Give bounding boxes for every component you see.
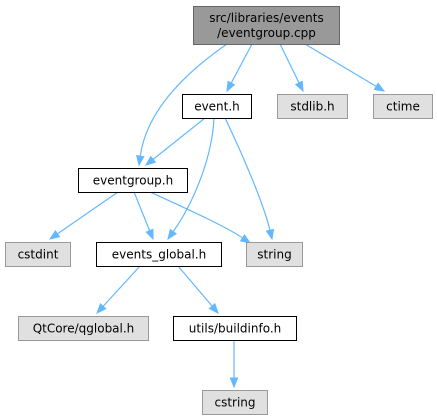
edge-arrowhead — [226, 80, 236, 93]
edge-line — [57, 191, 119, 235]
node-string: string — [246, 242, 303, 267]
edge-arrowhead — [167, 228, 178, 241]
node-box — [78, 168, 188, 193]
node-label: ctime — [386, 100, 420, 114]
node-buildinfo-h[interactable]: utils/buildinfo.h — [173, 316, 297, 341]
edge-line — [304, 43, 377, 87]
node-box — [373, 94, 433, 119]
node-label: utils/buildinfo.h — [189, 322, 282, 336]
edge-line — [102, 265, 141, 307]
edge-eventgroup_h-to-string — [149, 191, 252, 244]
edge-line — [152, 117, 206, 160]
edge-events_global_h-to-qglobal_h — [96, 265, 141, 314]
edge-event_h-to-events_global_h — [167, 117, 215, 241]
edge-events_global_h-to-buildinfo_h — [177, 265, 219, 315]
node-stdlib-h: stdlib.h — [277, 94, 348, 119]
node-label: stdlib.h — [290, 100, 334, 114]
edge-line — [230, 43, 253, 84]
edge-arrowhead — [208, 302, 219, 315]
edge-eventgroup_h-to-events_global_h — [133, 191, 154, 241]
edge-arrowhead — [145, 228, 154, 241]
node-label: QtCore/qglobal.h — [33, 322, 135, 336]
node-box — [182, 94, 252, 119]
edge-arrowhead — [96, 303, 107, 314]
edge-eventgroup_h-to-cstdint — [48, 191, 119, 240]
node-event-h[interactable]: event.h — [182, 94, 252, 119]
node-box — [18, 316, 149, 341]
edge-buildinfo_h-to-cstring — [229, 340, 239, 389]
edge-root-to-ctime — [304, 43, 386, 92]
edge-line — [224, 117, 271, 231]
edge-arrowhead — [265, 228, 275, 241]
node-cstring: cstring — [202, 390, 268, 415]
edge-arrowhead — [48, 230, 61, 240]
edge-line — [279, 43, 300, 84]
edge-line — [139, 43, 228, 157]
node-label: /eventgroup.cpp — [217, 26, 316, 40]
edge-arrowhead — [144, 155, 157, 166]
edge-arrowhead — [229, 377, 239, 389]
edge-line — [177, 265, 213, 307]
node-label: events_global.h — [112, 248, 206, 262]
graph-nodes: src/libraries/events/eventgroup.cpp event… — [5, 6, 433, 415]
node-label: eventgroup.h — [93, 174, 173, 188]
node-label: string — [257, 248, 291, 262]
graph-edges — [48, 43, 386, 389]
edge-event_h-to-string — [224, 117, 275, 241]
node-eventgroup-h[interactable]: eventgroup.h — [78, 168, 188, 193]
node-box — [96, 242, 222, 267]
edge-arrowhead — [136, 154, 145, 167]
node-box — [173, 316, 297, 341]
edge-root-to-stdlib_h — [279, 43, 304, 93]
node-box — [202, 390, 268, 415]
node-label: src/libraries/events — [209, 11, 324, 25]
edge-arrowhead — [373, 82, 386, 92]
edge-root-to-eventgroup_h — [136, 43, 228, 167]
node-root: src/libraries/events/eventgroup.cpp — [193, 6, 340, 45]
node-ctime: ctime — [373, 94, 433, 119]
edge-line — [172, 117, 215, 232]
node-events-global-h[interactable]: events_global.h — [96, 242, 222, 267]
edge-arrowhead — [294, 80, 304, 93]
node-label: event.h — [194, 100, 240, 114]
edge-root-to-event_h — [226, 43, 253, 93]
node-box — [5, 242, 71, 267]
node-box — [193, 6, 340, 45]
node-box — [246, 242, 303, 267]
node-box — [277, 94, 348, 119]
edge-line — [149, 191, 243, 239]
node-label: cstring — [214, 396, 255, 410]
edge-arrowhead — [239, 234, 252, 244]
edge-line — [133, 191, 151, 231]
edge-event_h-to-eventgroup_h — [144, 117, 206, 166]
node-cstdint: cstdint — [5, 242, 71, 267]
node-qglobal-h: QtCore/qglobal.h — [18, 316, 149, 341]
node-label: cstdint — [18, 248, 59, 262]
